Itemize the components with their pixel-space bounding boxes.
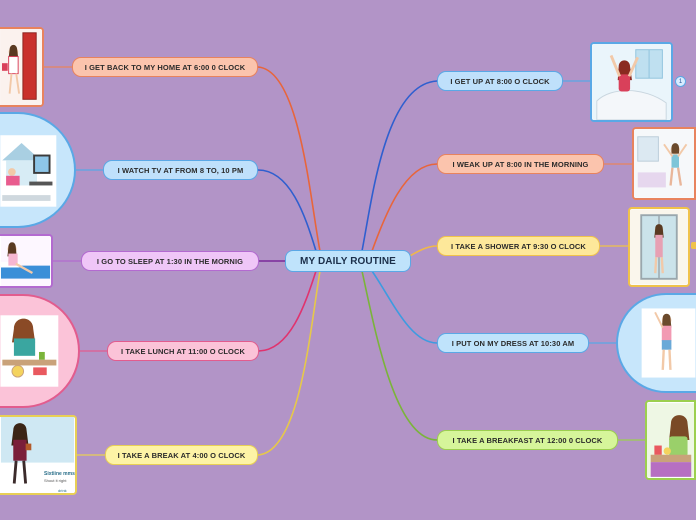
connector-wake-up [371, 163, 438, 252]
branch-get-up[interactable]: I GET UP AT 8:00 O CLOCK [437, 71, 563, 91]
branch-shower[interactable]: I TAKE A SHOWER AT 9:30 O CLOCK [437, 236, 600, 256]
woman-in-shower-illustration [630, 209, 688, 285]
connector-shower [407, 245, 438, 258]
connector-breakfast [361, 270, 438, 441]
branch-break[interactable]: I TAKE A BREAK AT 4:00 O CLOCK [105, 445, 258, 465]
image-sleep[interactable] [0, 234, 53, 288]
woman-waking-up-illustration [634, 129, 694, 198]
image-shower[interactable] [628, 207, 690, 287]
break-tag: drink [58, 488, 67, 493]
woman-having-breakfast-illustration [647, 403, 694, 477]
connector-home [257, 66, 321, 252]
branch-sleep[interactable]: I GO TO SLEEP AT 1:30 IN THE MORNIG [81, 251, 259, 271]
branch-home[interactable]: I GET BACK TO MY HOME AT 6:00 0 CLOCK [72, 57, 258, 77]
shower-marker-dot [691, 242, 696, 249]
connector-break [257, 270, 321, 456]
image-get-up[interactable] [590, 42, 673, 122]
branch-wake-up[interactable]: I WEAK UP AT 8:00 IN THE MORNING [437, 154, 604, 174]
image-home[interactable] [0, 27, 44, 107]
branch-breakfast[interactable]: I TAKE A BREAKFAST AT 12:00 0 CLOCK [437, 430, 618, 450]
woman-eating-lunch-illustration [0, 315, 59, 387]
branch-lunch[interactable]: I TAKE LUNCH AT 11:00 O CLOCK [107, 341, 259, 361]
connector-get-up [361, 80, 438, 252]
connector-tv [257, 169, 317, 252]
central-topic[interactable]: MY DAILY ROUTINE [285, 250, 411, 272]
connector-dress [371, 270, 438, 344]
woman-watching-tv-illustration [0, 135, 57, 207]
image-dress[interactable] [616, 293, 696, 393]
woman-stretching-in-bed-illustration [592, 44, 671, 120]
woman-taking-break-illustration [0, 417, 75, 493]
woman-going-to-sleep-illustration [0, 236, 51, 286]
image-breakfast[interactable] [645, 400, 696, 480]
image-break[interactable]: Sixtiine mms Shout it right drink [0, 415, 77, 495]
woman-getting-dressed-illustration [641, 308, 696, 378]
branch-dress[interactable]: I PUT ON MY DRESS AT 10:30 AM [437, 333, 589, 353]
notes-count-badge[interactable]: 1 [675, 76, 686, 87]
image-wake-up[interactable] [632, 127, 696, 200]
woman-arriving-home-illustration [0, 29, 42, 105]
break-subcaption: Shout it right [44, 478, 67, 483]
break-caption: Sixtiine mms [44, 471, 75, 477]
branch-tv[interactable]: I WATCH TV AT FROM 8 TO, 10 PM [103, 160, 258, 180]
connector-lunch [258, 270, 317, 352]
